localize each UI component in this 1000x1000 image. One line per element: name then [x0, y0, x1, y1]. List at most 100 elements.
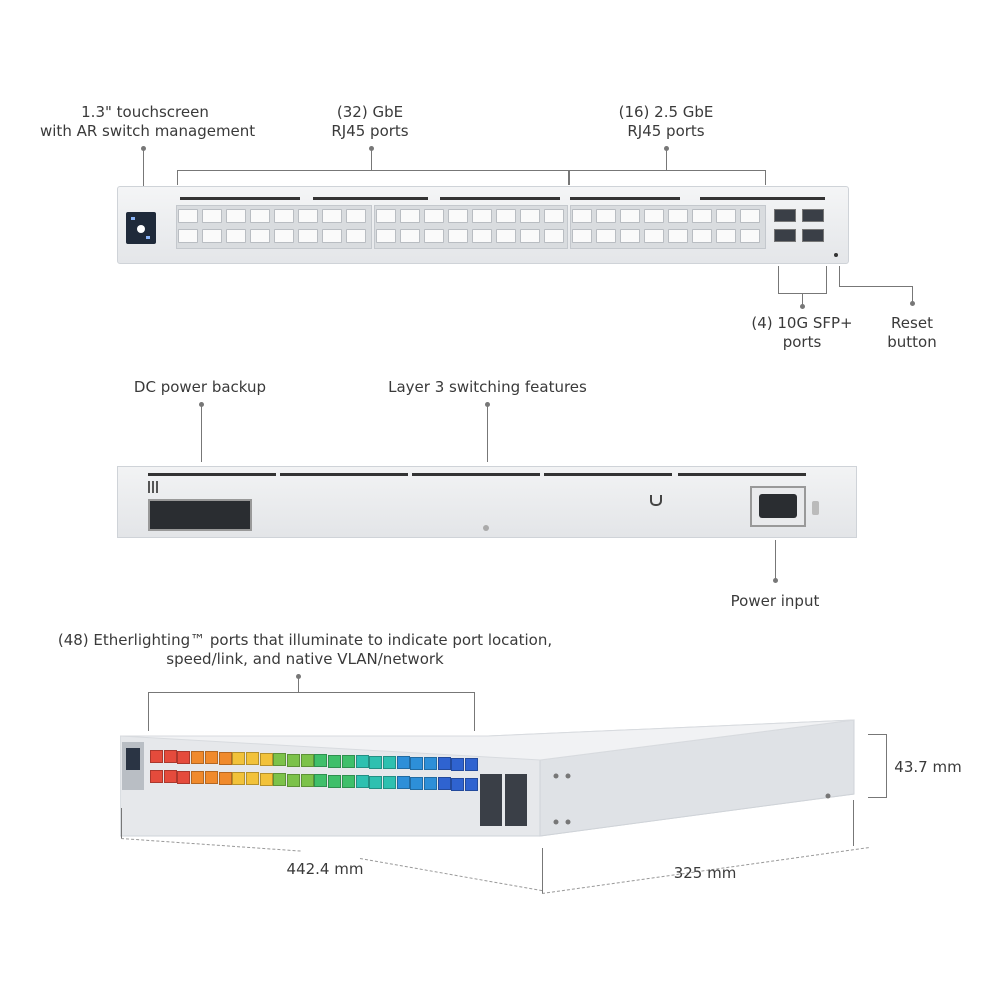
etherlighting-port[interactable]	[300, 753, 314, 767]
rj45-port[interactable]	[620, 209, 640, 223]
rj45-port[interactable]	[448, 229, 468, 243]
etherlighting-port[interactable]	[259, 752, 273, 766]
rj45-port[interactable]	[178, 229, 198, 243]
rj45-port[interactable]	[274, 209, 294, 223]
rj45-port[interactable]	[376, 209, 396, 223]
etherlighting-port[interactable]	[424, 777, 437, 790]
etherlighting-port[interactable]	[191, 771, 205, 785]
etherlighting-port[interactable]	[382, 755, 396, 769]
etherlighting-port[interactable]	[355, 775, 369, 789]
rj45-port[interactable]	[376, 229, 396, 243]
sfp-port-3[interactable]	[774, 229, 796, 242]
etherlighting-port[interactable]	[150, 770, 163, 783]
rj45-port[interactable]	[644, 209, 664, 223]
rj45-port[interactable]	[572, 209, 592, 223]
etherlighting-port[interactable]	[369, 775, 383, 789]
etherlighting-port[interactable]	[150, 750, 163, 763]
rj45-port[interactable]	[298, 209, 318, 223]
etherlighting-port[interactable]	[245, 772, 259, 786]
etherlighting-port[interactable]	[341, 774, 355, 788]
rj45-port[interactable]	[322, 209, 342, 223]
rj45-port[interactable]	[692, 209, 712, 223]
rj45-port[interactable]	[274, 229, 294, 243]
rj45-port[interactable]	[424, 209, 444, 223]
etherlighting-port[interactable]	[273, 753, 287, 767]
etherlighting-port[interactable]	[232, 772, 246, 786]
etherlighting-port[interactable]	[410, 776, 424, 790]
etherlighting-port[interactable]	[232, 752, 246, 766]
sfp-port-2[interactable]	[802, 209, 824, 222]
etherlighting-port[interactable]	[437, 777, 451, 791]
rj45-port[interactable]	[178, 209, 198, 223]
etherlighting-port[interactable]	[424, 757, 437, 770]
etherlighting-port[interactable]	[314, 774, 328, 788]
etherlighting-port[interactable]	[259, 772, 273, 786]
rj45-port[interactable]	[496, 209, 516, 223]
etherlighting-port[interactable]	[177, 770, 191, 784]
rj45-port[interactable]	[226, 229, 246, 243]
rj45-port[interactable]	[692, 229, 712, 243]
rj45-port[interactable]	[472, 209, 492, 223]
etherlighting-port[interactable]	[163, 750, 177, 764]
rj45-port[interactable]	[250, 209, 270, 223]
rj45-port[interactable]	[668, 209, 688, 223]
etherlighting-port[interactable]	[328, 774, 342, 788]
etherlighting-port[interactable]	[451, 757, 465, 771]
rj45-port[interactable]	[472, 229, 492, 243]
etherlighting-port[interactable]	[465, 778, 479, 792]
rj45-port[interactable]	[520, 229, 540, 243]
rj45-port[interactable]	[448, 209, 468, 223]
etherlighting-port[interactable]	[218, 771, 232, 785]
etherlighting-port[interactable]	[204, 751, 218, 765]
etherlighting-port[interactable]	[369, 755, 383, 769]
touchscreen-display[interactable]	[126, 212, 156, 244]
rj45-port[interactable]	[346, 229, 366, 243]
rj45-port[interactable]	[668, 229, 688, 243]
etherlighting-port[interactable]	[341, 754, 355, 768]
etherlighting-port[interactable]	[287, 753, 300, 767]
rj45-port[interactable]	[322, 229, 342, 243]
etherlighting-port[interactable]	[437, 757, 451, 771]
ac-power-port[interactable]	[750, 486, 806, 527]
etherlighting-port[interactable]	[287, 773, 300, 787]
etherlighting-port[interactable]	[163, 770, 177, 784]
rj45-port[interactable]	[424, 229, 444, 243]
rj45-port[interactable]	[346, 209, 366, 223]
rj45-port[interactable]	[496, 229, 516, 243]
rj45-port[interactable]	[226, 209, 246, 223]
rj45-port[interactable]	[572, 229, 592, 243]
rj45-port[interactable]	[298, 229, 318, 243]
etherlighting-port[interactable]	[465, 758, 479, 772]
dc-power-port[interactable]	[148, 499, 252, 531]
etherlighting-port[interactable]	[218, 751, 232, 765]
etherlighting-port[interactable]	[204, 771, 218, 785]
etherlighting-port[interactable]	[300, 773, 314, 787]
rj45-port[interactable]	[400, 209, 420, 223]
rj45-port[interactable]	[202, 229, 222, 243]
rj45-port[interactable]	[716, 229, 736, 243]
etherlighting-port[interactable]	[396, 776, 410, 790]
etherlighting-port[interactable]	[177, 750, 191, 764]
rj45-port[interactable]	[400, 229, 420, 243]
sfp-port-4[interactable]	[802, 229, 824, 242]
etherlighting-port[interactable]	[245, 752, 259, 766]
etherlighting-port[interactable]	[410, 756, 424, 770]
rj45-port[interactable]	[740, 209, 760, 223]
etherlighting-port[interactable]	[382, 775, 396, 789]
etherlighting-port[interactable]	[328, 754, 342, 768]
rj45-port[interactable]	[520, 209, 540, 223]
etherlighting-port[interactable]	[355, 755, 369, 769]
etherlighting-port[interactable]	[396, 756, 410, 770]
rj45-port[interactable]	[596, 209, 616, 223]
sfp-port-1[interactable]	[774, 209, 796, 222]
rj45-port[interactable]	[202, 209, 222, 223]
rj45-port[interactable]	[544, 209, 564, 223]
etherlighting-port[interactable]	[314, 754, 328, 768]
rj45-port[interactable]	[620, 229, 640, 243]
rj45-port[interactable]	[544, 229, 564, 243]
etherlighting-port[interactable]	[451, 777, 465, 791]
rj45-port[interactable]	[644, 229, 664, 243]
rj45-port[interactable]	[596, 229, 616, 243]
rj45-port[interactable]	[250, 229, 270, 243]
reset-button-hole[interactable]	[834, 253, 838, 257]
